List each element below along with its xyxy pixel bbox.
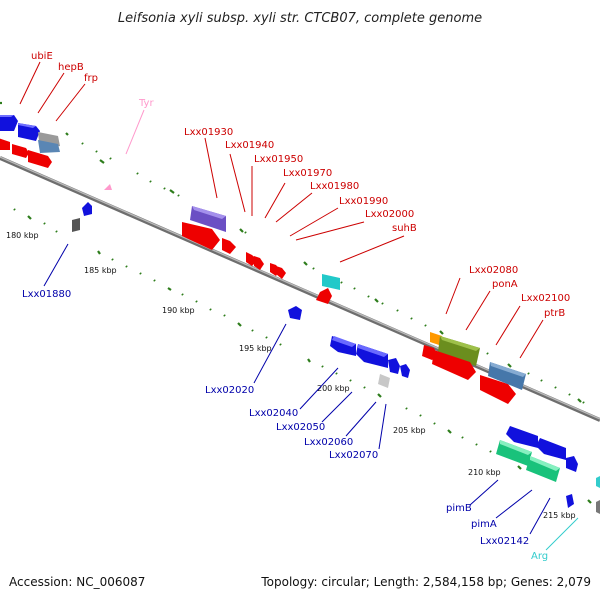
reverse-leader-lines [43, 243, 551, 535]
gene-reverse-block-left [0, 138, 52, 168]
topology-text: Topology: circular; Length: 2,584,158 bp… [260, 575, 591, 589]
gene-ptrB [488, 362, 526, 390]
gene-Lxx01880-b [72, 218, 80, 232]
inner-tick-ring [13, 208, 592, 504]
label-pimB: pimB [446, 503, 472, 514]
map-title: Leifsonia xyli subsp. xyli str. CTCB07, … [118, 11, 482, 26]
label-hepB: hepB [58, 62, 84, 73]
gene-grey-small [378, 374, 390, 388]
gene-Lxx01940 [182, 222, 220, 250]
label-Lxx01990: Lxx01990 [339, 196, 388, 207]
tick-200kbp: 200 kbp [317, 384, 350, 393]
gene-Lxx02050 [356, 344, 388, 368]
leader-lines [19, 61, 579, 551]
gene-frp [38, 132, 60, 153]
tick-205kbp: 205 kbp [393, 426, 426, 435]
gene-ponA [432, 336, 480, 380]
trna-labels: Tyr Arg [138, 98, 548, 562]
kbp-tick-labels: 180 kbp 185 kbp 190 kbp 195 kbp 200 kbp … [6, 231, 576, 520]
forward-gene-labels: ubiE hepB frp Lxx01930 Lxx01940 Lxx01950… [31, 51, 570, 319]
label-Lxx01940: Lxx01940 [225, 140, 274, 151]
reverse-gene-labels: Lxx01880 Lxx02020 Lxx02040 Lxx02050 Lxx0… [22, 289, 529, 547]
gene-Lxx02020 [288, 306, 302, 320]
label-Lxx02060: Lxx02060 [304, 437, 353, 448]
arg-leader-line [545, 517, 579, 551]
label-ubiE: ubiE [31, 51, 53, 62]
gene-pimA [526, 456, 560, 482]
label-Lxx01880: Lxx01880 [22, 289, 71, 300]
label-Lxx02080: Lxx02080 [469, 265, 518, 276]
label-Lxx01970: Lxx01970 [283, 168, 332, 179]
trna-Arg [596, 476, 600, 488]
gene-edge-right [596, 500, 600, 514]
label-frp: frp [84, 73, 98, 84]
tick-210kbp: 210 kbp [468, 468, 501, 477]
label-Lxx02100: Lxx02100 [521, 293, 570, 304]
label-Lxx01950: Lxx01950 [254, 154, 303, 165]
gene-features [0, 115, 600, 514]
label-Tyr: Tyr [138, 98, 154, 109]
gene-Lxx01950 [222, 238, 236, 254]
gene-suhB [316, 274, 340, 304]
label-pimA: pimA [471, 519, 497, 530]
gene-Lxx02100 [480, 375, 516, 404]
label-Lxx02142: Lxx02142 [480, 536, 529, 547]
gene-ubiE [0, 115, 18, 131]
label-suhB: suhB [392, 223, 417, 234]
tick-190kbp: 190 kbp [162, 306, 195, 315]
label-Lxx01930: Lxx01930 [184, 127, 233, 138]
tick-rings [0, 101, 592, 504]
gene-Lxx01980 [254, 256, 264, 270]
gene-Lxx02070 [400, 364, 410, 378]
gene-pimB [496, 440, 532, 466]
accession-text: Accession: NC_006087 [9, 575, 145, 589]
label-Lxx01980: Lxx01980 [310, 181, 359, 192]
gene-Lxx02000 [276, 266, 286, 279]
label-ptrB: ptrB [544, 308, 565, 319]
label-Lxx02000: Lxx02000 [365, 209, 414, 220]
gene-Lxx01930 [190, 206, 226, 232]
trna-Tyr [104, 184, 112, 190]
gene-Lxx02142 [566, 494, 574, 508]
tick-180kbp: 180 kbp [6, 231, 39, 240]
gene-hepB [18, 123, 40, 141]
gene-Lxx01880 [82, 202, 92, 216]
tick-215kbp: 215 kbp [543, 511, 576, 520]
gene-Lxx02060 [388, 358, 400, 374]
gene-Lxx02040 [330, 336, 356, 356]
tick-185kbp: 185 kbp [84, 266, 117, 275]
label-Arg: Arg [531, 551, 548, 562]
outer-tick-ring [0, 101, 585, 404]
tyr-leader-line [125, 109, 145, 155]
label-Lxx02040: Lxx02040 [249, 408, 298, 419]
tick-195kbp: 195 kbp [239, 344, 272, 353]
label-Lxx02070: Lxx02070 [329, 450, 378, 461]
label-Lxx02050: Lxx02050 [276, 422, 325, 433]
forward-leader-lines [19, 61, 544, 359]
label-Lxx02020: Lxx02020 [205, 385, 254, 396]
label-ponA: ponA [492, 279, 518, 290]
gene-blue-pair [506, 426, 578, 472]
